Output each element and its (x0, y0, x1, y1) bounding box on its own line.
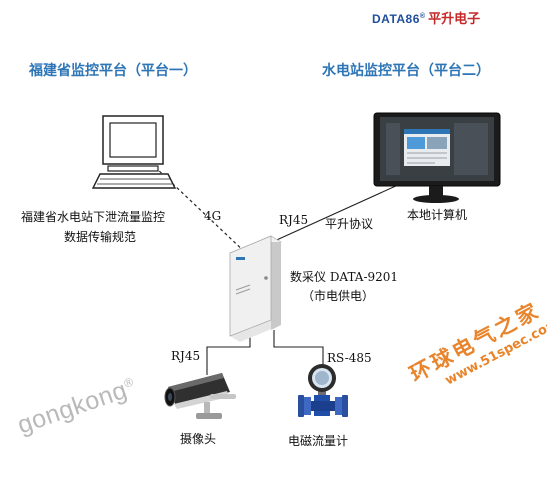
brand-logo: DATA86®平升电子 (372, 8, 480, 27)
link-camera-line (206, 330, 251, 375)
link-label-rj45-top: RJ45 (279, 213, 309, 227)
camera-icon (164, 373, 236, 419)
left-spec-line2: 数据传输规范 (64, 230, 137, 244)
link-label-rj45-bottom: RJ45 (171, 349, 201, 363)
brand-registered: ® (419, 13, 426, 20)
link-flowmeter-line (273, 330, 324, 372)
data-logger-cabinet-icon (229, 235, 282, 342)
flowmeter-label: 电磁流量计 (288, 434, 349, 448)
right-platform-title: 水电站监控平台（平台二） (322, 63, 490, 79)
link-label-4g: 4G (204, 209, 222, 223)
desktop-pc-icon (91, 115, 177, 189)
device-label-line1: 数采仪 DATA-9201 (290, 270, 399, 284)
brand-chinese: 平升电子 (428, 11, 481, 26)
device-label-line2: （市电供电） (302, 289, 375, 303)
left-spec-line1: 福建省水电站下泄流量监控 (21, 210, 166, 224)
left-platform-title: 福建省监控平台（平台一） (29, 63, 197, 79)
monitor-icon (373, 112, 501, 203)
protocol-label: 平升协议 (325, 217, 374, 231)
local-computer-label: 本地计算机 (407, 208, 468, 222)
link-label-rs485: RS-485 (327, 351, 372, 365)
camera-label: 摄像头 (180, 432, 217, 446)
brand-latin: DATA86 (372, 12, 420, 26)
flowmeter-icon (298, 364, 348, 417)
